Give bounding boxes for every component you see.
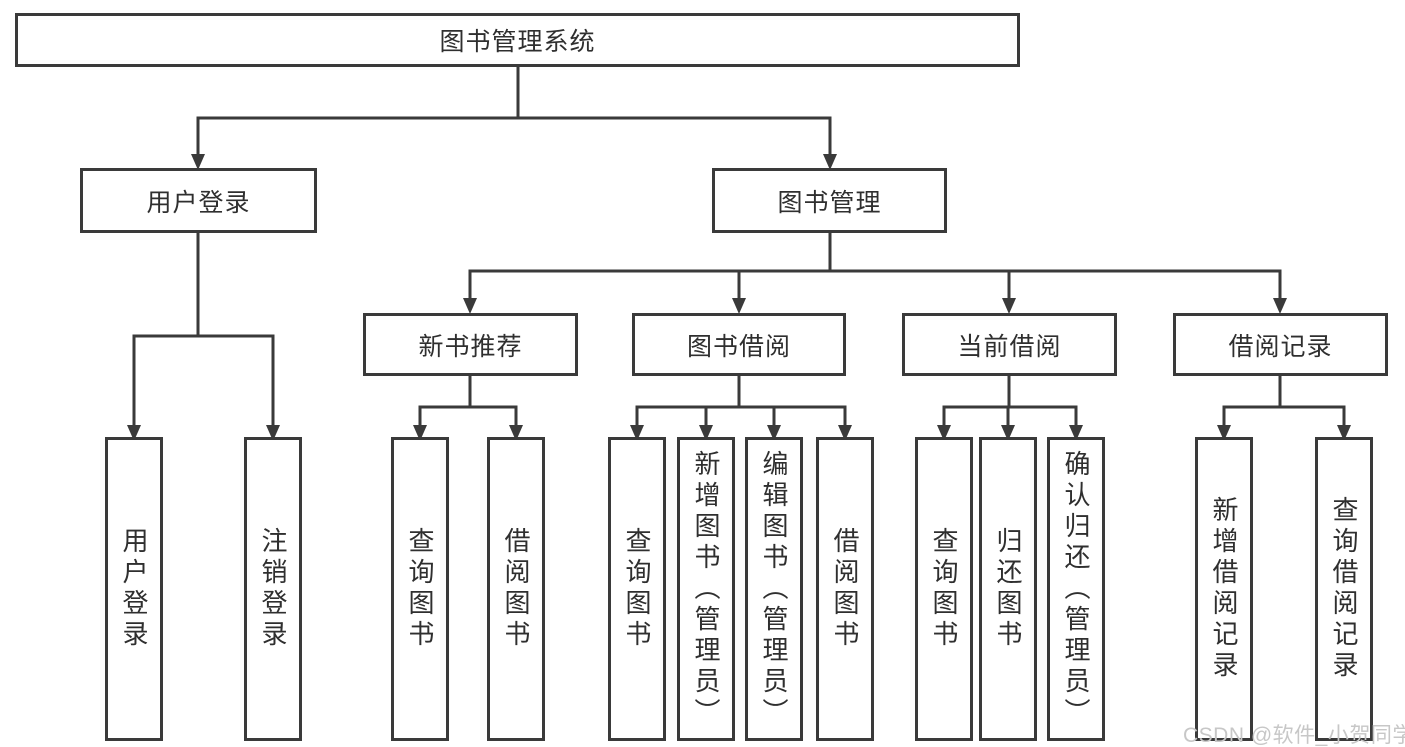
leaf-confirm-return-admin: 确认归还（管理员）	[1047, 437, 1105, 741]
leaf-logout: 注销登录	[244, 437, 302, 741]
leaf-return-books-label: 归还图书	[993, 527, 1023, 651]
node-root-label: 图书管理系统	[439, 28, 596, 56]
leaf-add-book-admin: 新增图书（管理员）	[677, 437, 735, 741]
csdn-watermark: CSDN @软件_小贺同学	[1183, 724, 1405, 747]
leaf-return-books: 归还图书	[979, 437, 1037, 741]
leaf-add-borrow-record: 新增借阅记录	[1195, 437, 1253, 741]
leaf-query-books-current-label: 查询图书	[929, 527, 959, 651]
leaf-query-books-current: 查询图书	[915, 437, 973, 741]
node-new-book-recommend: 新书推荐	[363, 313, 578, 376]
leaf-query-borrow-record-label: 查询借阅记录	[1329, 496, 1359, 682]
leaf-query-books-recommend-label: 查询图书	[405, 527, 435, 651]
leaf-borrow-books-borrowing: 借阅图书	[816, 437, 874, 741]
node-book-management-label: 图书管理	[777, 188, 882, 217]
leaf-confirm-return-admin-label: 确认归还（管理员）	[1061, 449, 1091, 729]
node-book-borrowing: 图书借阅	[632, 313, 846, 376]
leaf-borrow-books-recommend: 借阅图书	[487, 437, 545, 741]
leaf-add-book-admin-label: 新增图书（管理员）	[691, 449, 721, 729]
node-root: 图书管理系统	[15, 13, 1020, 67]
leaf-edit-book-admin: 编辑图书（管理员）	[745, 437, 803, 741]
node-borrowing-records: 借阅记录	[1173, 313, 1388, 376]
leaf-add-borrow-record-label: 新增借阅记录	[1209, 496, 1239, 682]
node-current-borrowing-label: 当前借阅	[957, 332, 1062, 361]
leaf-query-books-borrowing: 查询图书	[608, 437, 666, 741]
connector-shafts	[132, 65, 1346, 429]
leaf-borrow-books-recommend-label: 借阅图书	[501, 527, 531, 651]
node-user-login-label: 用户登录	[146, 188, 251, 217]
node-book-management: 图书管理	[712, 168, 947, 233]
node-user-login: 用户登录	[80, 168, 317, 233]
leaf-borrow-books-borrowing-label: 借阅图书	[830, 527, 860, 651]
node-new-book-recommend-label: 新书推荐	[418, 332, 523, 361]
leaf-query-books-recommend: 查询图书	[391, 437, 449, 741]
leaf-user-login-label: 用户登录	[119, 527, 149, 651]
leaf-edit-book-admin-label: 编辑图书（管理员）	[759, 449, 789, 729]
leaf-query-books-borrowing-label: 查询图书	[622, 527, 652, 651]
leaf-query-borrow-record: 查询借阅记录	[1315, 437, 1373, 741]
leaf-logout-label: 注销登录	[258, 527, 288, 651]
leaf-user-login: 用户登录	[105, 437, 163, 741]
node-borrowing-records-label: 借阅记录	[1228, 332, 1333, 361]
node-book-borrowing-label: 图书借阅	[686, 332, 791, 361]
node-current-borrowing: 当前借阅	[902, 313, 1117, 376]
